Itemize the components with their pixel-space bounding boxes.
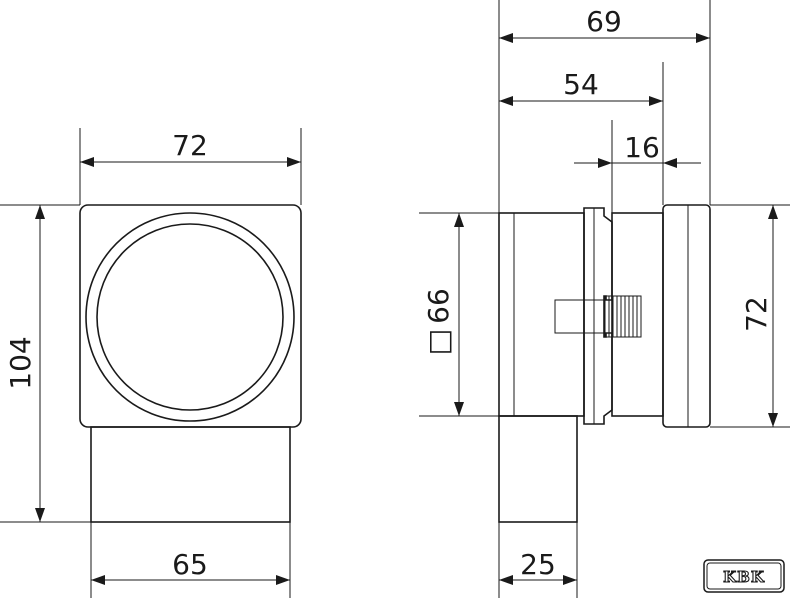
front-lower-body: [90, 426, 291, 523]
side-clamp-ring: [583, 207, 613, 425]
dim-label-side-bottom: 25: [520, 548, 556, 581]
side-screw-threads: [608, 296, 638, 337]
front-square-body: [79, 204, 302, 428]
dim-label-side-height: 72: [740, 296, 773, 332]
front-inner-ring: [96, 223, 284, 411]
dim-label-front-width-top: 72: [172, 129, 208, 162]
side-rear-housing: [498, 212, 585, 417]
side-screw-head: [604, 295, 642, 338]
dim-label-side-square: 66: [422, 288, 455, 324]
side-lower-stem: [498, 415, 578, 523]
dim-label-side-square-symbol: □: [422, 329, 455, 355]
dim-label-side-square-group: □ 66: [422, 288, 455, 355]
side-screw: [554, 299, 606, 334]
front-view: 72 104 65: [0, 128, 302, 598]
dim-label-front-height: 104: [4, 336, 37, 389]
dim-label-side-overall: 69: [586, 5, 622, 38]
dim-label-side-front: 16: [624, 131, 660, 164]
side-front-cap: [662, 204, 711, 428]
side-view: 69 54 16 □ 66 72 25: [419, 0, 790, 598]
kbk-logo-text: KBK: [723, 568, 765, 586]
kbk-logo: KBK: [703, 559, 785, 593]
dim-label-side-mid: 54: [563, 68, 599, 101]
dim-label-front-width-bottom: 65: [172, 548, 208, 581]
front-outer-ring: [85, 212, 295, 422]
